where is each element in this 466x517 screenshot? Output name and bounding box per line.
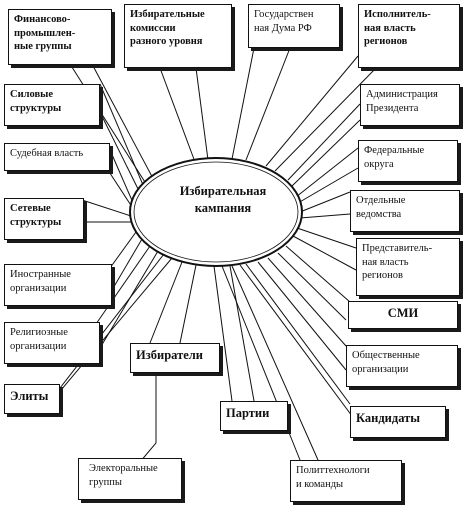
connector-duma-2 [245,47,291,161]
connector-commissions [159,67,196,163]
connector-siloviki-2 [99,83,147,193]
node-regional-rep: Представитель- ная власть регионов [356,238,460,296]
node-regional-exec: Исполнитель- ная власть регионов [358,4,460,68]
connector-voters [149,261,183,344]
node-finance: Финансово- промышлен- ные группы [8,9,112,65]
node-voters: Избиратели [130,343,220,373]
center-label: Избирательная кампания [179,184,267,215]
connector-presidential-admin-2 [291,119,361,187]
node-candidates: Кандидаты [350,406,446,438]
connector-candidates-2 [239,264,353,417]
connector-public-orgs [267,257,347,347]
connector-public-orgs-2 [257,261,347,371]
connector-judicial-2 [103,163,135,211]
connector-parties-2 [229,265,255,402]
connector-judicial [109,149,135,206]
connector-regional-exec [265,55,359,167]
connector-religious [95,245,151,325]
center-ellipse [129,157,303,267]
connector-finance [69,63,151,191]
node-duma: Государствен ная Дума РФ [248,4,340,48]
connector-foreign [109,231,137,269]
connector-regional-rep-2 [292,235,357,271]
connector-parties [213,265,233,402]
connector-media-2 [277,252,347,321]
connector-media [285,245,351,303]
connector-elites-2 [55,257,173,397]
connector-presidential-admin [287,103,361,181]
node-parties: Партии [220,401,288,431]
node-federal-districts: Федеральные округа [358,140,458,182]
node-elites: Элиты [4,384,60,414]
node-foreign: Иностранные организации [4,264,112,306]
connector-federal-districts-2 [297,167,359,204]
node-public-orgs: Общественные организации [346,345,458,387]
connector-voters-2 [179,264,197,344]
center-ellipse-inner [133,161,299,263]
connector-regional-rep [296,227,357,249]
connector-networks [81,199,132,217]
connector-finance-2 [91,63,157,185]
node-presidential-admin: Администрация Президента [360,84,460,126]
node-judicial: Судебная власть [4,143,110,171]
connector-elites [59,253,165,389]
connector-federal-districts [295,147,359,198]
node-commissions: Избирательные комиссии разного уровня [124,4,232,68]
connector-candidates [245,263,351,405]
connector-agencies-2 [299,213,351,219]
connector-electoral-groups [139,373,157,463]
node-electoral-groups: Электоральные группы [78,458,182,500]
connector-duma [231,47,255,160]
connector-commissions-2 [195,67,209,161]
connector-agencies [299,191,351,213]
node-media: СМИ [348,301,458,329]
node-political-tech: Политтехнологи и команды [290,460,402,502]
connector-regional-exec-2 [274,67,377,172]
connector-foreign-2 [111,238,143,291]
node-networks: Сетевые структуры [4,198,84,240]
connector-siloviki [93,99,143,198]
node-siloviki: Силовые структуры [4,84,100,126]
connector-political-tech-2 [231,265,319,461]
node-agencies: Отдельные ведомства [350,190,460,232]
node-religious: Религиозные организации [4,322,100,364]
